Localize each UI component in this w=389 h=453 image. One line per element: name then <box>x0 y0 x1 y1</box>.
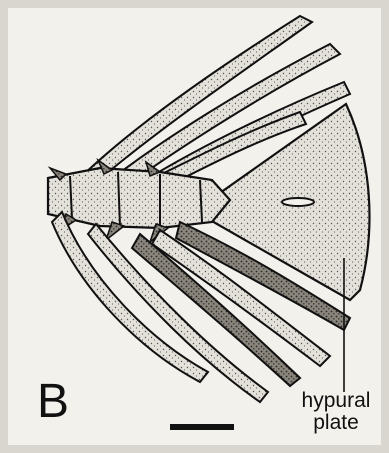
panel-label: B <box>37 378 69 426</box>
annotation-label-line1: hypural <box>286 390 386 412</box>
scale-bar <box>170 424 234 430</box>
hypural-foramen <box>282 198 314 206</box>
annotation-label-line2: plate <box>286 412 386 434</box>
